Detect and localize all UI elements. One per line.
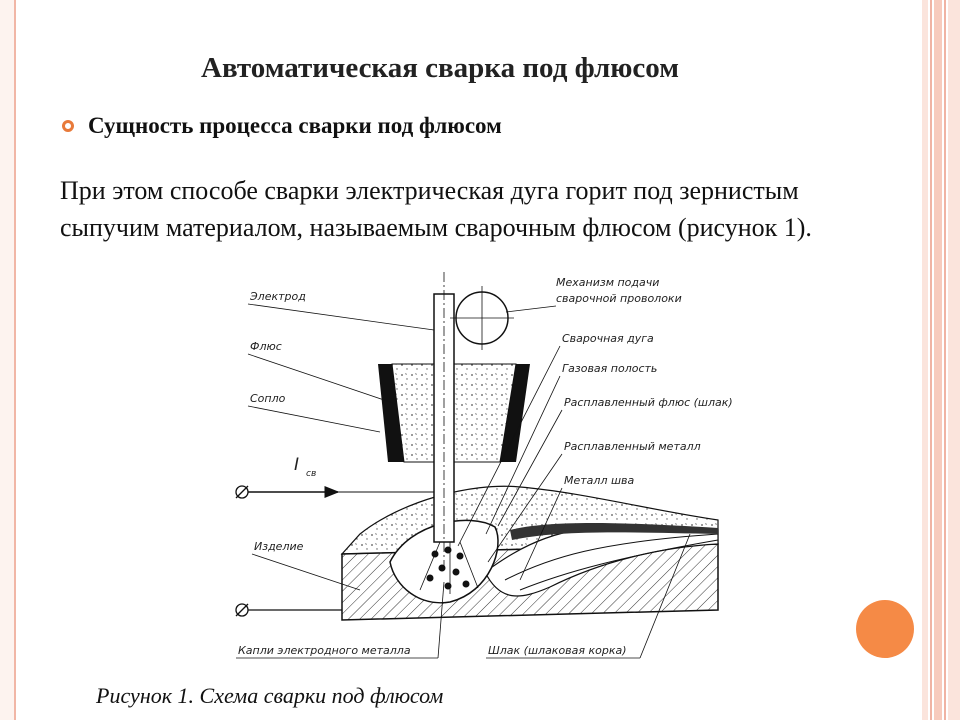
bullet-ring-icon — [62, 120, 74, 132]
nozzle — [378, 364, 404, 462]
label-drops: Капли электродного металла — [238, 644, 411, 657]
label-feed-2: сварочной проволоки — [556, 292, 682, 305]
label-electrode: Электрод — [249, 290, 306, 303]
label-nozzle: Сопло — [250, 392, 286, 405]
figure-caption: Рисунок 1. Схема сварки под флюсом — [96, 683, 444, 708]
current-label: I — [294, 455, 299, 475]
label-weld-metal: Металл шва — [564, 474, 635, 487]
label-feed-1: Механизм подачи — [556, 276, 659, 289]
label-molten-flux: Расплавленный флюс (шлак) — [564, 396, 733, 409]
decorative-orange-circle — [856, 600, 914, 658]
label-workpiece: Изделие — [254, 540, 304, 553]
label-gas: Газовая полость — [562, 362, 657, 375]
slag-crust — [510, 523, 718, 540]
bullet-item: Сущность процесса сварки под флюсом — [62, 113, 502, 139]
label-molten-metal: Расплавленный металл — [564, 440, 701, 453]
left-frame-border — [0, 0, 16, 720]
bullet-subtitle: Сущность процесса сварки под флюсом — [88, 113, 502, 138]
body-paragraph: При этом способе сварки электрическая ду… — [60, 176, 812, 242]
welding-diagram: I св Электрод Флюс Сопло Изделие Капли э… — [235, 272, 733, 659]
right-frame-stripes — [922, 0, 960, 720]
current-subscript: св — [306, 469, 316, 479]
label-flux: Флюс — [250, 340, 282, 353]
slide-title: Автоматическая сварка под флюсом — [201, 52, 679, 84]
label-slag: Шлак (шлаковая корка) — [488, 644, 627, 657]
label-arc: Сварочная дуга — [562, 332, 654, 345]
